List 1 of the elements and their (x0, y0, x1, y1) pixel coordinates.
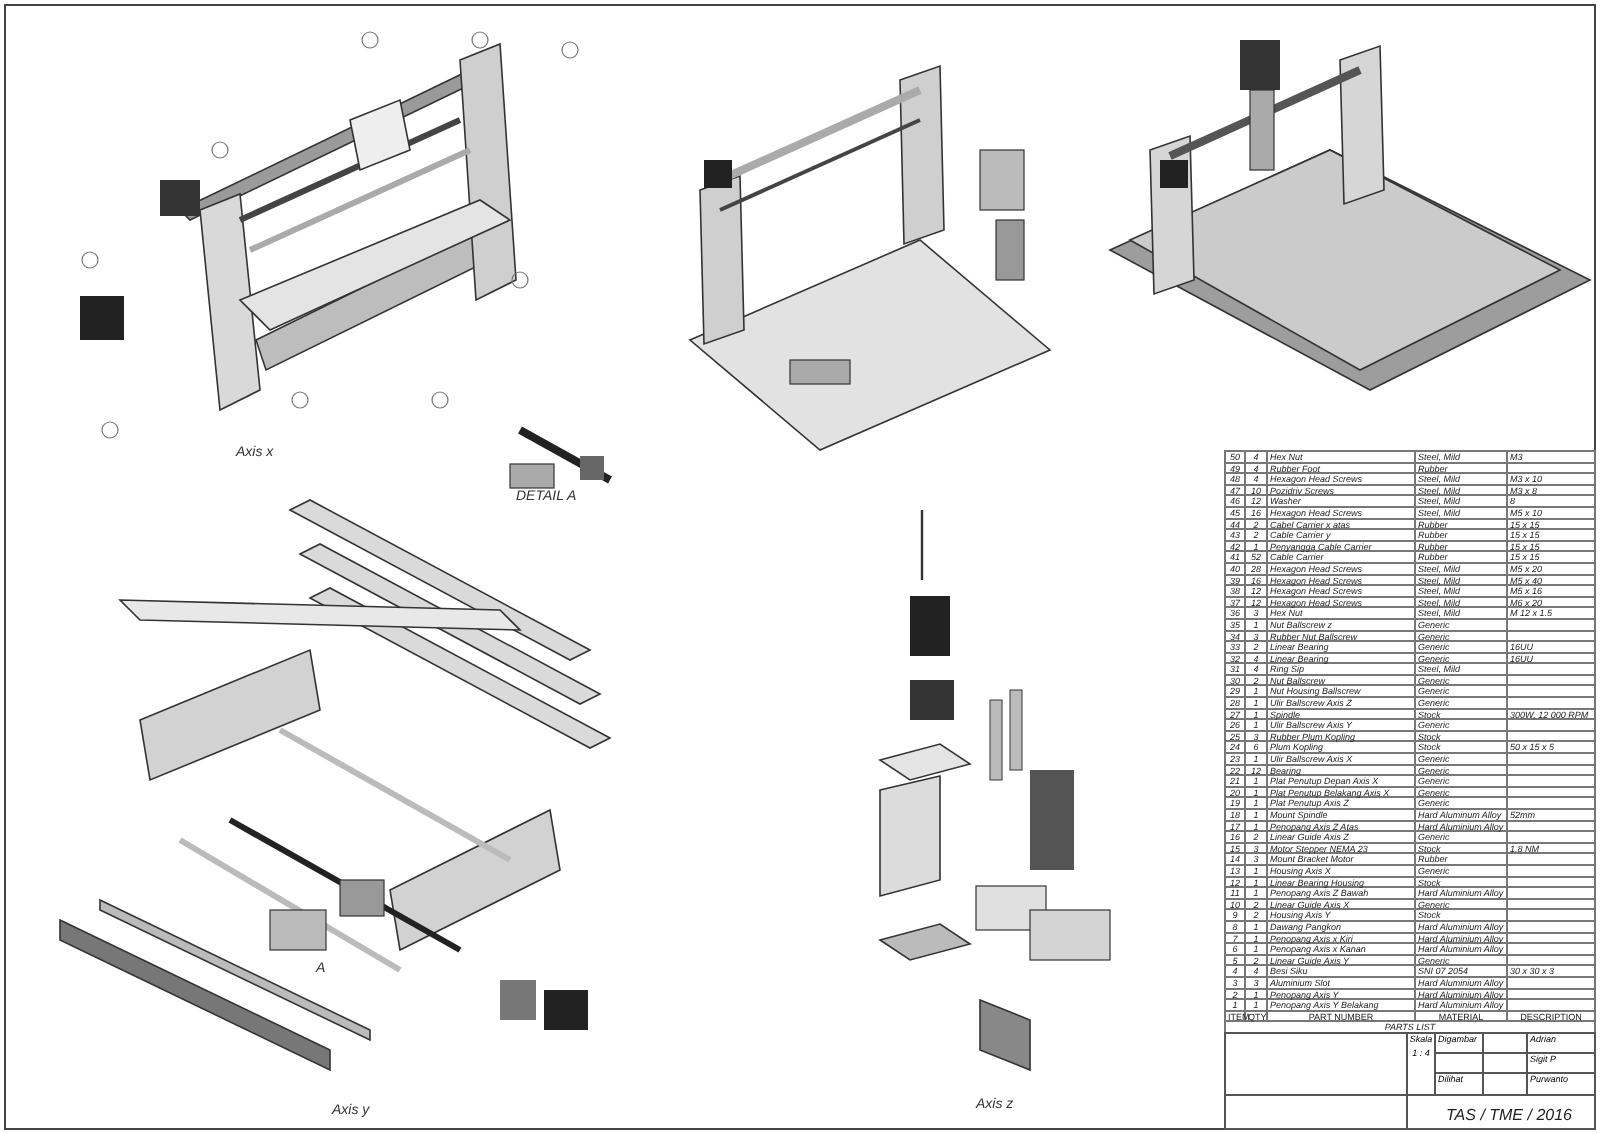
drawing-number: TAS / TME / 2016 (1446, 1104, 1572, 1128)
